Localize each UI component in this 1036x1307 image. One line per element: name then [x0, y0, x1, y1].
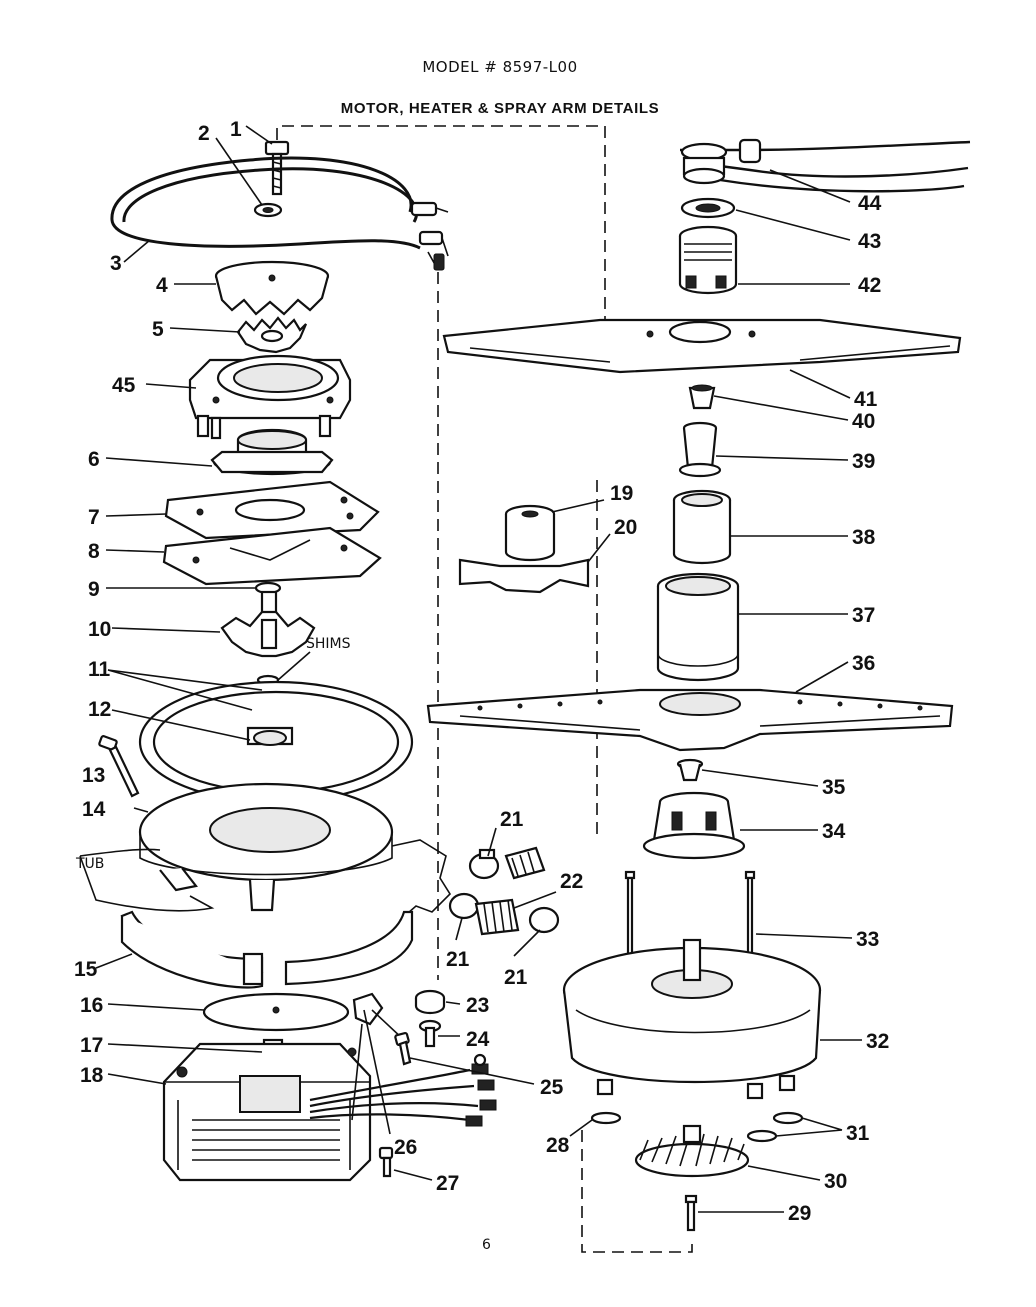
- part-45-pump-housing: [188, 354, 352, 440]
- callout-numbers: 1 2 3 4 5 45 6 7 8 9 10 11 12 13 14 15 1…: [74, 118, 889, 1225]
- callout-33: 33: [856, 928, 879, 951]
- callout-3: 3: [110, 252, 122, 275]
- callout-36: 36: [852, 652, 875, 675]
- part-16-motor-plate: [202, 992, 350, 1032]
- callout-21c: 21: [504, 966, 528, 989]
- callout-25: 25: [540, 1076, 564, 1099]
- callout-45: 45: [112, 374, 136, 397]
- callout-8: 8: [88, 540, 100, 563]
- part-14-pump-base-ring: [138, 782, 394, 912]
- assembly-guide-lines: [276, 125, 693, 1253]
- page-number: 6: [482, 1237, 491, 1253]
- callout-26: 26: [394, 1136, 417, 1159]
- part-6-pump-base: [210, 428, 334, 476]
- callout-18: 18: [80, 1064, 104, 1087]
- callout-40: 40: [852, 410, 875, 433]
- part-39-tube: [678, 421, 722, 478]
- part-2-washer: [253, 202, 283, 218]
- shims-label: SHIMS: [306, 636, 351, 652]
- part-38-tube: [672, 489, 732, 565]
- part-4-impeller-cover: [214, 260, 330, 316]
- part-34-hub: [642, 791, 746, 860]
- part-28-washer: [590, 1111, 622, 1125]
- callout-29: 29: [788, 1202, 811, 1225]
- part-7-gasket: [164, 480, 380, 540]
- part-21-hose-clamps: [448, 848, 560, 934]
- part-13-screw: [98, 735, 140, 798]
- part-1-bolt: [264, 140, 290, 196]
- part-27-screw: [378, 1146, 394, 1178]
- callout-5: 5: [152, 318, 164, 341]
- callout-39: 39: [852, 450, 875, 473]
- diagram-title: MOTOR, HEATER & SPRAY ARM DETAILS: [340, 100, 660, 117]
- model-number: MODEL # 8597-L00: [422, 58, 578, 76]
- part-35-bushing: [676, 758, 704, 782]
- part-3-wire-harness: [110, 156, 449, 271]
- part-5-chopper-blade: [236, 316, 308, 354]
- callout-34: 34: [822, 820, 846, 843]
- callout-13: 13: [82, 764, 105, 787]
- callout-6: 6: [88, 448, 100, 471]
- part-31-washers: [746, 1111, 804, 1143]
- callout-7: 7: [88, 506, 100, 529]
- callout-11: 11: [88, 658, 111, 681]
- callout-10: 10: [88, 618, 111, 641]
- callout-23: 23: [466, 994, 489, 1017]
- callout-21b: 21: [446, 948, 470, 971]
- callout-41: 41: [854, 388, 878, 411]
- part-29-screw: [684, 1194, 698, 1232]
- part-23-grommet: [414, 989, 446, 1015]
- callout-43: 43: [858, 230, 881, 253]
- callout-21a: 21: [500, 808, 524, 831]
- part-42-nut: [678, 225, 738, 295]
- part-32-motor-housing: [562, 938, 822, 1100]
- part-22-hoses: [474, 846, 546, 936]
- part-44-supply-tube: [680, 138, 971, 193]
- tub-flange: [79, 839, 452, 921]
- callout-14: 14: [82, 798, 106, 821]
- callout-9: 9: [88, 578, 100, 601]
- part-15-heater: [120, 910, 414, 989]
- part-8-gasket-plate: [162, 526, 382, 586]
- part-30-fan: [634, 1124, 750, 1178]
- callout-44: 44: [858, 192, 882, 215]
- part-18-motor: [162, 1042, 372, 1182]
- part-12-ring-gasket: [138, 680, 414, 804]
- callout-28: 28: [546, 1134, 570, 1157]
- tub-label: TUB: [75, 856, 104, 872]
- part-43-gasket: [680, 197, 736, 219]
- callout-12: 12: [88, 698, 111, 721]
- callout-19: 19: [610, 482, 633, 505]
- part-40-bearing: [688, 384, 716, 410]
- callout-1: 1: [230, 118, 242, 141]
- callout-24: 24: [466, 1028, 490, 1051]
- callout-35: 35: [822, 776, 846, 799]
- callout-38: 38: [852, 526, 876, 549]
- part-20-bracket: [458, 558, 590, 594]
- callout-42: 42: [858, 274, 881, 297]
- callout-2: 2: [198, 122, 210, 145]
- part-10-wash-impeller: [220, 590, 316, 658]
- callout-32: 32: [866, 1030, 889, 1053]
- callout-31: 31: [846, 1122, 870, 1145]
- callout-37: 37: [852, 604, 875, 627]
- callout-4: 4: [156, 274, 168, 297]
- part-41-upper-spray-arm: [442, 318, 962, 374]
- callout-16: 16: [80, 994, 103, 1017]
- part-25-screw: [394, 1031, 412, 1066]
- callout-30: 30: [824, 1170, 847, 1193]
- callout-17: 17: [80, 1034, 103, 1057]
- callout-15: 15: [74, 958, 98, 981]
- callout-20: 20: [614, 516, 637, 539]
- leader-lines: [95, 125, 862, 1213]
- part-19-bushing: [504, 504, 556, 562]
- part-36-lower-spray-arm: [426, 688, 954, 752]
- part-37-tube: [656, 572, 740, 682]
- part-24-screw: [418, 1019, 442, 1048]
- callout-22: 22: [560, 870, 583, 893]
- callout-27: 27: [436, 1172, 459, 1195]
